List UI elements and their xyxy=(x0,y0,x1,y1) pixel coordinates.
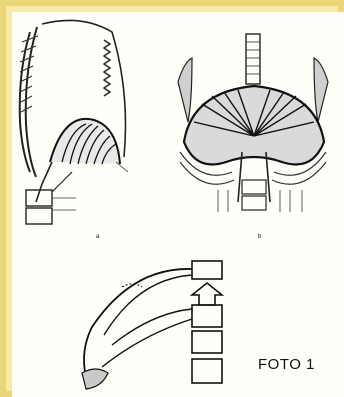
diagram-canvas: FOTO 1 a b xyxy=(12,12,344,397)
panel-label-a: a xyxy=(96,234,99,240)
diaphragm-lateral-view xyxy=(12,12,162,242)
panel-label-b: b xyxy=(258,234,261,240)
diaphragm-anterior-view xyxy=(162,12,344,242)
rib-mechanics-diagram xyxy=(52,247,232,397)
photo-caption: FOTO 1 xyxy=(258,356,315,373)
